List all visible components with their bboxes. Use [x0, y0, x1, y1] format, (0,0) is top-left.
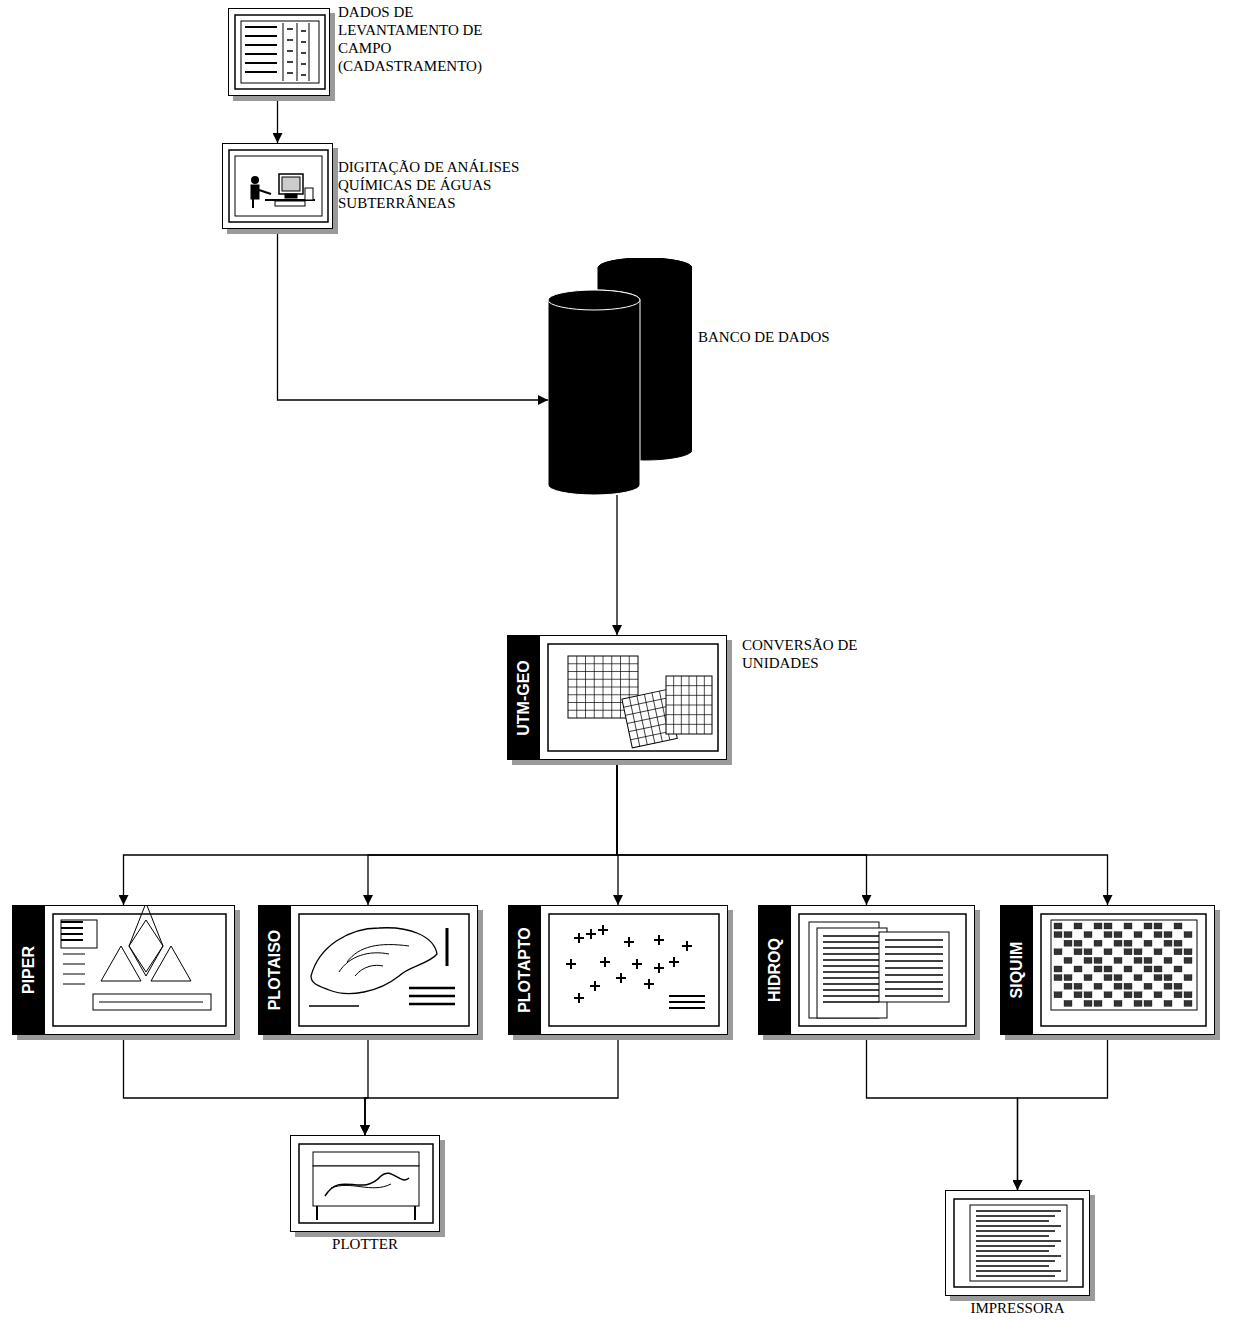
flow-connector	[124, 1035, 366, 1135]
program-box: PIPER	[12, 905, 235, 1035]
program-name: PLOTAISO	[266, 930, 284, 1011]
database-cylinders: BANCO DE DADOS	[548, 258, 692, 495]
program-box: PLOTAISO	[258, 905, 478, 1035]
flow-connector	[368, 760, 617, 905]
device-label: IMPRESSORA	[970, 1300, 1064, 1317]
plotapto-illustration	[509, 906, 729, 1036]
flow-connector	[867, 1035, 1018, 1190]
entry-illustration	[223, 144, 334, 230]
program-box: HIDROQ	[758, 905, 975, 1035]
piper-illustration	[13, 906, 236, 1036]
plotter-illustration	[291, 1136, 441, 1233]
program-name: SIQUIM	[1008, 942, 1026, 999]
program-box: SIQUIM	[1000, 905, 1215, 1035]
flow-connector	[277, 96, 278, 143]
flow-connector	[617, 760, 1108, 905]
printer-illustration	[946, 1191, 1091, 1297]
printer-icon: IMPRESSORA	[945, 1190, 1090, 1296]
program-band: UTM-GEO	[508, 636, 540, 759]
program-band: PLOTAPTO	[509, 906, 541, 1034]
program-band: PIPER	[13, 906, 45, 1034]
program-name: HIDROQ	[766, 938, 784, 1002]
flow-connector	[278, 229, 549, 400]
program-band: SIQUIM	[1001, 906, 1033, 1034]
flow-connector	[617, 760, 867, 905]
siquim-illustration	[1001, 906, 1216, 1036]
program-band: PLOTAISO	[259, 906, 291, 1034]
program-name: PIPER	[20, 946, 38, 994]
plotter-icon: PLOTTER	[290, 1135, 440, 1232]
program-name: UTM-GEO	[515, 660, 533, 736]
program-box: PLOTAPTO	[508, 905, 728, 1035]
db-illustration	[548, 258, 692, 495]
step-label: DIGITAÇÃO DE ANÁLISES QUÍMICAS DE ÁGUAS …	[338, 158, 563, 212]
program-box: UTM-GEOCONVERSÃO DE UNIDADES	[507, 635, 727, 760]
field-data-icon: DADOS DE LEVANTAMENTO DE CAMPO (CADASTRA…	[228, 8, 330, 96]
program-name: PLOTAPTO	[516, 927, 534, 1013]
flow-connector	[365, 1035, 618, 1135]
step-label: BANCO DE DADOS	[698, 328, 830, 346]
device-label: PLOTTER	[332, 1236, 398, 1253]
program-band: HIDROQ	[759, 906, 791, 1034]
flow-connector	[616, 495, 617, 635]
plotaiso-illustration	[259, 906, 479, 1036]
hidroq-illustration	[759, 906, 976, 1036]
flow-connector	[124, 760, 618, 905]
doc-illustration	[229, 9, 331, 97]
utm-illustration	[508, 636, 728, 761]
step-label: DADOS DE LEVANTAMENTO DE CAMPO (CADASTRA…	[338, 3, 493, 75]
step-label: CONVERSÃO DE UNIDADES	[742, 636, 917, 672]
flow-connector	[1018, 1035, 1108, 1190]
data-entry-icon: DIGITAÇÃO DE ANÁLISES QUÍMICAS DE ÁGUAS …	[222, 143, 333, 229]
